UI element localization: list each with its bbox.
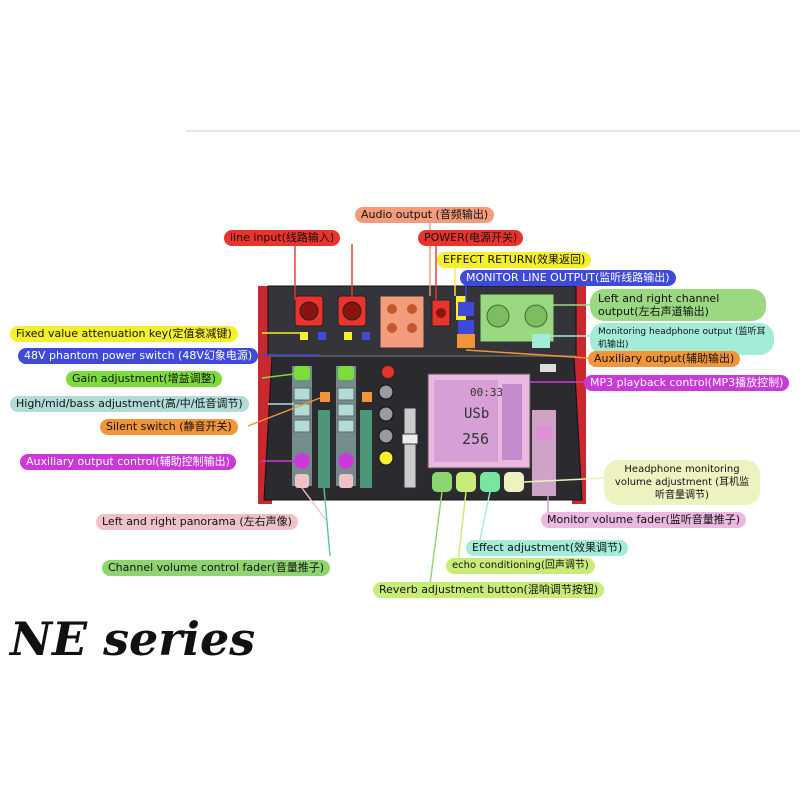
label-power: POWER(电源开关) bbox=[418, 230, 524, 246]
label-mp3-playback: MP3 playback control(MP3播放控制) bbox=[584, 375, 790, 391]
stereo-knob-2 bbox=[378, 406, 394, 422]
stereo-gain-knob bbox=[382, 366, 394, 378]
reverb-button-2 bbox=[504, 472, 524, 492]
eq-knob-2b bbox=[337, 403, 355, 417]
xlr-input-2-hole bbox=[342, 301, 362, 321]
label-effect-adjustment: Effect adjustment(效果调节) bbox=[466, 540, 629, 556]
leader-echo bbox=[457, 491, 467, 563]
label-lr-channel-output: Left and right channel output(左右声道输出) bbox=[590, 289, 766, 321]
mp3-level-bars bbox=[502, 384, 522, 460]
mp3-logo-badge bbox=[540, 364, 556, 372]
label-eq-adjustment: High/mid/bass adjustment(高/中/低音调节) bbox=[10, 396, 249, 412]
label-effect-return: EFFECT RETURN(效果返回) bbox=[437, 252, 592, 268]
audio-output-block bbox=[379, 295, 425, 349]
pad-button-2 bbox=[344, 332, 352, 340]
label-echo-conditioning: echo conditioning(回声调节) bbox=[446, 558, 595, 574]
effect-button bbox=[480, 472, 500, 492]
stereo-fader bbox=[403, 407, 417, 489]
pan-knob-1 bbox=[295, 474, 309, 488]
leader-panorama bbox=[301, 487, 327, 521]
label-aux-output-control: Auxiliary output control(辅助控制输出) bbox=[20, 454, 236, 470]
label-reverb-button: Reverb adjustment button(混响调节按钮) bbox=[373, 582, 605, 598]
leader-headphone-volume bbox=[523, 477, 607, 483]
label-audio-output: Audio output (音频输出) bbox=[355, 207, 495, 223]
audio-jack-3 bbox=[387, 323, 397, 333]
monitor-fader-area bbox=[532, 410, 556, 496]
eq-knob-1a bbox=[293, 387, 311, 401]
audio-jack-4 bbox=[407, 323, 417, 333]
power-switch-dot bbox=[436, 308, 446, 318]
monitor-fader-cap bbox=[536, 426, 552, 440]
stereo-knob-4 bbox=[378, 450, 394, 466]
label-fixed-attenuation: Fixed value attenuation key(定值衰减键) bbox=[10, 326, 238, 342]
reverb-button-1 bbox=[432, 472, 452, 492]
gain-knob-2 bbox=[338, 366, 354, 380]
label-phantom-power: 48V phantom power switch (48V幻象电源) bbox=[18, 348, 259, 364]
eq-knob-2c bbox=[337, 419, 355, 433]
leader-silent bbox=[247, 397, 321, 427]
mute-button-1 bbox=[320, 392, 330, 402]
leader-effect-adjust bbox=[479, 491, 491, 541]
mp3-display-inner bbox=[434, 380, 498, 462]
audio-jack-1 bbox=[387, 304, 397, 314]
aux-output-jack bbox=[457, 334, 475, 348]
main-output-l bbox=[486, 304, 510, 328]
label-monitor-line-output: MONITOR LINE OUTPUT(监听线路输出) bbox=[460, 270, 676, 286]
stereo-fader-cap bbox=[401, 433, 419, 445]
leader-reverb bbox=[429, 491, 443, 585]
label-gain-adjustment: Gain adjustment(增益调整) bbox=[66, 371, 222, 387]
label-monitoring-headphone-output: Monitoring headphone output (监听耳机输出) bbox=[590, 323, 774, 355]
echo-button bbox=[456, 472, 476, 492]
stereo-knob-3 bbox=[378, 428, 394, 444]
leader-gain bbox=[261, 373, 295, 379]
label-silent-switch: Silent switch (静音开关) bbox=[100, 419, 238, 435]
fader-track-1 bbox=[318, 410, 330, 488]
stereo-knob-1 bbox=[378, 384, 394, 400]
series-title: NE series bbox=[10, 612, 256, 666]
phantom-button-1 bbox=[318, 332, 326, 340]
headphone-jack-block bbox=[532, 334, 550, 348]
top-divider bbox=[186, 130, 800, 132]
mp3-number-text: 256 bbox=[462, 430, 489, 448]
label-lr-panorama: Left and right panorama (左右声像) bbox=[96, 514, 298, 530]
monitor-line-jack-1 bbox=[458, 302, 474, 316]
xlr-input-1-hole bbox=[299, 301, 319, 321]
aux-knob-1 bbox=[294, 453, 310, 469]
mp3-source-text: USb bbox=[464, 406, 489, 422]
eq-knob-1c bbox=[293, 419, 311, 433]
monitor-line-jack-2 bbox=[458, 320, 474, 334]
leader-aux-output bbox=[465, 349, 589, 359]
label-channel-volume-fader: Channel volume control fader(音量推子) bbox=[102, 560, 330, 576]
mp3-time-text: 00:33 bbox=[470, 386, 503, 399]
leader-channel-fader bbox=[323, 487, 331, 557]
phantom-button-2 bbox=[362, 332, 370, 340]
pan-knob-2 bbox=[339, 474, 353, 488]
leader-lines bbox=[247, 222, 607, 585]
audio-jack-2 bbox=[407, 304, 417, 314]
aux-knob-2 bbox=[338, 453, 354, 469]
main-output-r bbox=[524, 304, 548, 328]
mute-button-2 bbox=[362, 392, 372, 402]
eq-knob-2a bbox=[337, 387, 355, 401]
label-headphone-volume: Headphone monitoring volume adjustment (… bbox=[604, 460, 760, 505]
label-auxiliary-output: Auxiliary output(辅助输出) bbox=[588, 351, 741, 367]
pad-button-1 bbox=[300, 332, 308, 340]
gain-knob-1 bbox=[294, 366, 310, 380]
eq-knob-1b bbox=[293, 403, 311, 417]
fader-track-2 bbox=[360, 410, 372, 488]
label-monitor-volume-fader: Monitor volume fader(监听音量推子) bbox=[541, 512, 747, 528]
label-line-input: line input(线路输入) bbox=[224, 230, 341, 246]
